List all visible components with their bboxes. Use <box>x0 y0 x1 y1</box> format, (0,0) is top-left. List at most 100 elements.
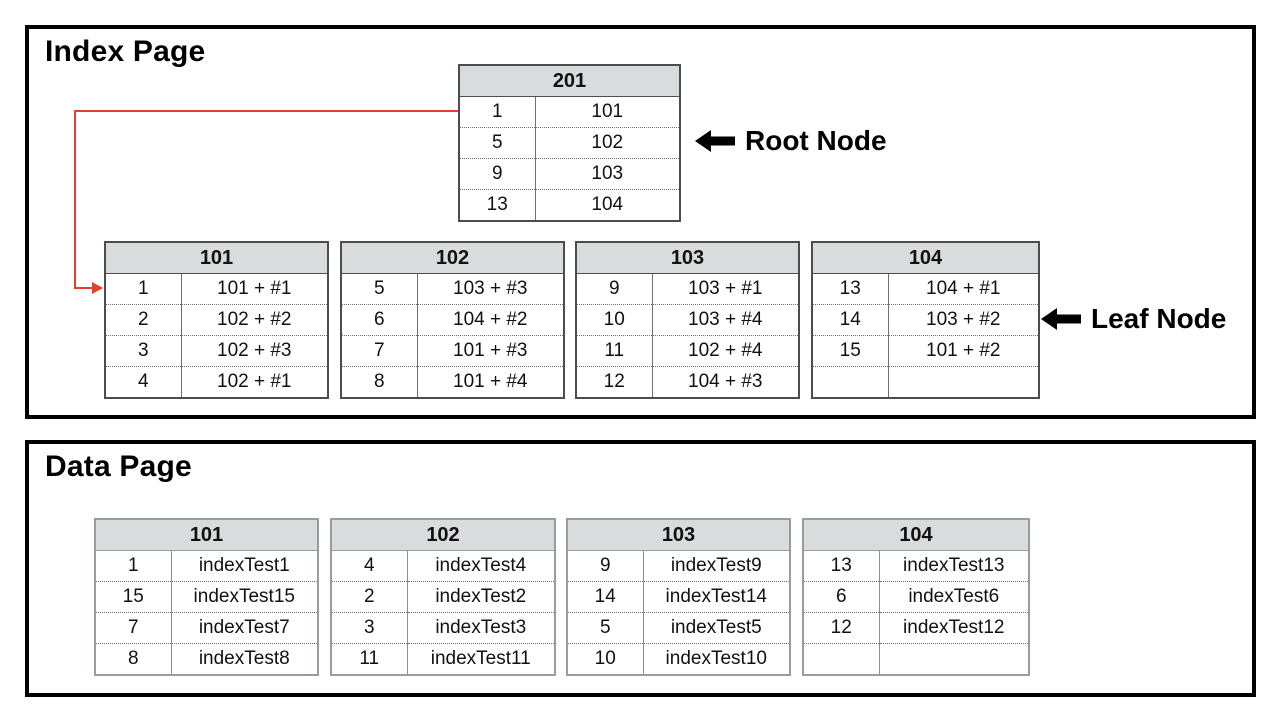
key-cell: 12 <box>576 366 653 398</box>
value-cell: 102 + #3 <box>181 335 328 367</box>
key-cell: 13 <box>812 273 889 305</box>
key-cell: 5 <box>341 273 418 305</box>
table-header-row: 101 <box>105 242 328 274</box>
value-cell: 101 + #1 <box>217 278 292 299</box>
key-cell: 14 <box>812 304 889 336</box>
value-cell <box>888 366 1039 398</box>
value-cell: 102 + #4 <box>652 335 799 367</box>
table-header-row: 103 <box>576 242 799 274</box>
table-header-row: 104 <box>803 519 1029 551</box>
table-header-row: 104 <box>812 242 1039 274</box>
value-cell: 101 <box>591 101 624 122</box>
value-cell: 103 + #3 <box>453 278 528 299</box>
value-cell <box>879 643 1029 675</box>
leaf-node-label: Leaf Node <box>1091 303 1227 334</box>
key-cell: 11 <box>576 335 653 367</box>
key-cell: 15 <box>95 581 172 613</box>
value-cell: 103 + #2 <box>888 304 1039 336</box>
value-cell: indexTest1 <box>198 555 290 576</box>
page-number-header: 201 <box>459 65 680 97</box>
key-cell: 15 <box>812 335 889 367</box>
value-cell: 104 + #2 <box>417 304 564 336</box>
value-cell: indexTest3 <box>407 612 555 644</box>
table-row <box>803 643 1029 675</box>
key-cell: 6 <box>803 581 880 613</box>
root-node-callout: Root Node <box>695 125 887 157</box>
key-cell: 10 <box>567 643 644 675</box>
value-cell: indexTest8 <box>171 643 318 675</box>
value-cell: indexTest5 <box>643 612 790 644</box>
page-number-header: 101 <box>95 519 318 551</box>
value-cell: 101 + #3 <box>417 335 564 367</box>
value-cell: indexTest10 <box>643 643 790 675</box>
key-cell: 4 <box>331 550 408 582</box>
leaf-node-callout: Leaf Node <box>1041 303 1226 335</box>
value-cell: 103 + #1 <box>688 278 763 299</box>
table-row <box>812 366 1039 398</box>
key-cell: 8 <box>95 643 172 675</box>
key-cell <box>803 643 880 675</box>
page-number-header: 104 <box>812 242 1039 274</box>
value-cell: indexTest14 <box>643 581 790 613</box>
left-arrow-icon <box>695 130 735 152</box>
value-cell: 101 + #4 <box>417 366 564 398</box>
value-cell: 102 + #1 <box>181 366 328 398</box>
key-cell: 8 <box>341 366 418 398</box>
key-cell: 11 <box>331 643 408 675</box>
key-cell: 14 <box>567 581 644 613</box>
key-cell: 10 <box>576 304 653 336</box>
key-cell: 13 <box>803 550 880 582</box>
value-cell: 102 <box>535 127 680 159</box>
table-header-row: 102 <box>331 519 555 551</box>
page-number-header: 103 <box>576 242 799 274</box>
value-cell: 104 <box>535 189 680 221</box>
key-cell: 5 <box>459 127 536 159</box>
page-number-header: 101 <box>105 242 328 274</box>
value-cell: indexTest6 <box>879 581 1029 613</box>
key-cell: 9 <box>567 550 644 582</box>
value-cell: indexTest12 <box>879 612 1029 644</box>
key-cell: 4 <box>105 366 182 398</box>
table-row: 5 103 + #3 <box>341 273 564 305</box>
value-cell: indexTest15 <box>171 581 318 613</box>
index-page-title: Index Page <box>45 35 206 68</box>
table-header-row: 103 <box>567 519 790 551</box>
value-cell: indexTest7 <box>171 612 318 644</box>
left-arrow-icon <box>1041 308 1081 330</box>
key-cell: 9 <box>459 158 536 190</box>
key-cell: 7 <box>95 612 172 644</box>
key-cell: 3 <box>331 612 408 644</box>
page-number-header: 102 <box>341 242 564 274</box>
